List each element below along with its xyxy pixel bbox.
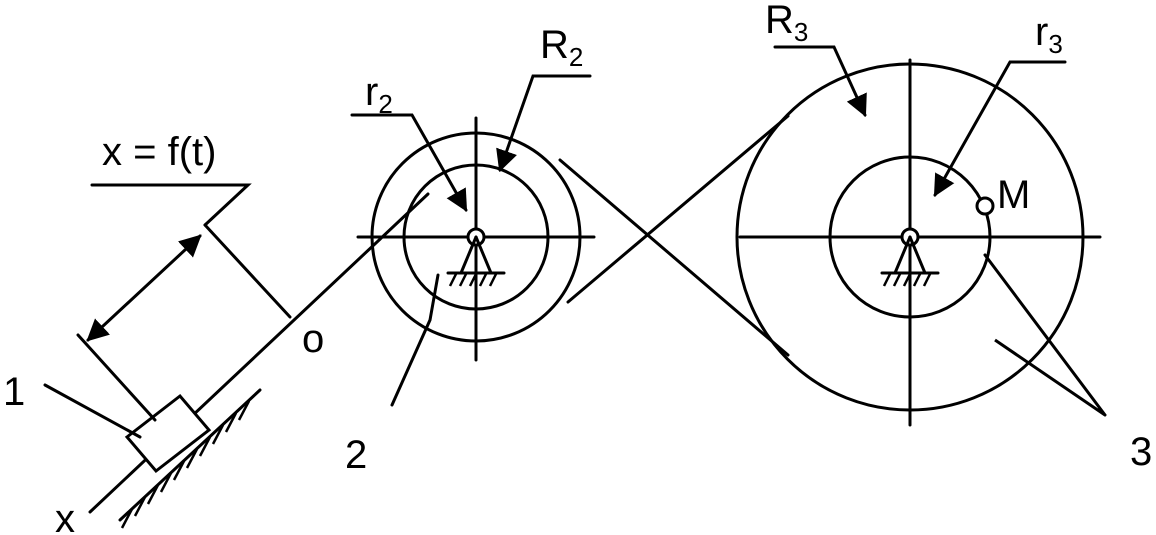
r2-label: r2 — [365, 70, 393, 119]
r3-arrow — [933, 60, 1067, 197]
body-1-leader — [43, 383, 142, 439]
extension-line-slider — [76, 333, 157, 422]
point-m-label: M — [997, 173, 1030, 217]
R3-arrow — [773, 45, 867, 118]
wheel-3 — [735, 58, 1102, 427]
axis-label: x — [55, 497, 75, 535]
wheel-2 — [356, 116, 596, 362]
body-3-leader — [983, 253, 1107, 417]
body-2-label: 2 — [345, 433, 367, 477]
R3-label: R3 — [765, 0, 808, 47]
body-2-leader — [390, 273, 440, 407]
displacement-arrow — [86, 234, 202, 342]
body-3-label: 3 — [1130, 430, 1152, 474]
belt-line-2 — [566, 114, 790, 304]
r2-arrow — [350, 113, 468, 212]
law-label: x = f(t) — [102, 130, 216, 174]
displacement-dimension — [76, 183, 292, 422]
extension-line-origin — [203, 223, 292, 319]
inclined-plane — [118, 388, 262, 529]
crossed-belt — [558, 114, 790, 357]
origin-label: o — [302, 317, 324, 361]
cable-line — [88, 192, 430, 514]
r3-label: r3 — [1035, 10, 1063, 59]
body-1-label: 1 — [3, 370, 25, 414]
incline-hatching — [120, 400, 251, 529]
belt-line-1 — [558, 158, 790, 357]
point-m-marker — [975, 196, 995, 216]
R2-label: R2 — [540, 23, 583, 72]
law-leader-line — [90, 183, 252, 227]
slider-body-1 — [124, 393, 212, 474]
R2-arrow — [496, 74, 592, 173]
wheel-3-support-icon — [880, 235, 940, 287]
wheel-2-support-icon — [446, 235, 506, 287]
